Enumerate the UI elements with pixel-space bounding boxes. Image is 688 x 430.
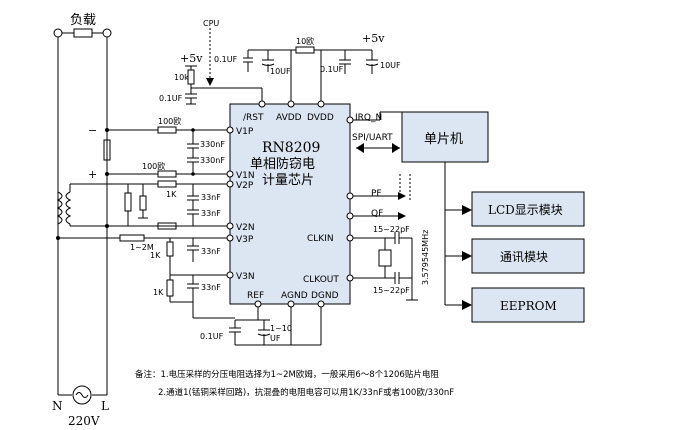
label-c2: 0.1UF <box>320 65 344 74</box>
lcd-module-label: LCD显示模块 <box>488 203 563 217</box>
pin-spi: SPI/UART <box>352 133 393 143</box>
label-c330-a: 330nF <box>200 140 225 149</box>
pin-v1n: V1N <box>236 171 255 181</box>
label-c33-a: 33nF <box>201 193 221 202</box>
pin-v2n: V2N <box>236 223 255 233</box>
pin-clkout: CLKOUT <box>303 275 339 285</box>
resistor-1k-v3n <box>166 279 174 297</box>
mcu-box <box>401 111 489 163</box>
supply-5v-2: +5v <box>362 32 385 45</box>
supply-network: CPU +5v 10k 0.1UF 10欧 +5v 0.1UF <box>159 19 401 105</box>
crystal <box>378 249 392 267</box>
pin-avdd: AVDD <box>276 113 302 123</box>
mcu-section: 单片机 LCD显示模块 通讯模块 EEPROM <box>353 111 585 323</box>
ac-source-symbol <box>72 385 92 405</box>
label-r1k-a: 1K <box>166 190 177 199</box>
label-c33-d: 33nF <box>201 283 221 292</box>
eeprom-module-box <box>471 287 585 323</box>
lcd-module-box <box>471 191 585 227</box>
label-r100-b: 100欧 <box>142 161 165 171</box>
label-r10k: 10k <box>174 73 189 82</box>
ref-network: 0.1UF 1~10 UF <box>192 302 322 346</box>
pin-v1p: V1P <box>236 127 254 137</box>
chip-desc-2: 计量芯片 <box>262 173 314 188</box>
pin-v3n: V3N <box>236 272 255 282</box>
load-label: 负载 <box>70 13 96 28</box>
shunt-minus-label: − <box>88 124 97 137</box>
eeprom-module-label: EEPROM <box>500 299 557 313</box>
resistor-1k-v3p <box>166 241 174 257</box>
label-r100-a: 100欧 <box>158 116 181 126</box>
pin-v2p: V2P <box>236 181 254 191</box>
label-c-ref2a: 1~10 <box>270 324 292 333</box>
shunt-resistor <box>103 139 111 161</box>
pin-v3p: V3P <box>236 235 254 245</box>
label-c33-b: 33nF <box>201 209 221 218</box>
label-c1: 0.1UF <box>214 55 238 64</box>
clock-network: 15~22pF 15~22pF 3.579545MHz <box>353 225 430 301</box>
pin-agnd: AGND <box>281 291 308 301</box>
pin-clkin: CLKIN <box>307 234 334 244</box>
voltage-label: 220V <box>68 414 100 428</box>
resistor-1k-v2p <box>157 180 177 188</box>
line-label: L <box>101 399 109 413</box>
terminal-n-top <box>53 28 63 38</box>
cpu-label: CPU <box>203 19 219 28</box>
label-c2b: 10UF <box>380 61 401 70</box>
rn8209-chip: RN8209 单相防窃电 计量芯片 /RST AVDD DVDD IRQ_N V… <box>226 100 393 308</box>
note-line-1: 备注：1.电压采样的分压电阻选择为1~2M欧姆，一般采用6～8个1206贴片电阻 <box>135 369 439 380</box>
mains-section: 负载 N L 220V − + <box>52 13 112 428</box>
pin-dgnd: DGND <box>311 291 339 301</box>
label-cxt1: 15~22pF <box>373 225 410 234</box>
label-c-ref2b: UF <box>270 334 281 343</box>
label-c-rst: 0.1UF <box>159 94 183 103</box>
chip-desc-1: 单相防窃电 <box>250 156 315 172</box>
pin-irq: IRQ_N <box>355 113 382 123</box>
comm-module-label: 通讯模块 <box>500 250 548 264</box>
chip-name: RN8209 <box>262 140 320 156</box>
pin-ref: REF <box>247 291 264 301</box>
comm-module-box <box>471 238 585 274</box>
load-resistor <box>73 28 93 38</box>
chip-body <box>229 103 351 305</box>
ct-secondary-coil <box>65 191 72 225</box>
ct-primary-coil <box>56 191 63 225</box>
label-c-ref: 0.1UF <box>200 332 224 341</box>
label-c1b: 10UF <box>270 67 291 76</box>
ct-burden-resistor-1 <box>124 192 132 212</box>
pin-rst: /RST <box>243 113 264 123</box>
label-r-1m: 1~2M <box>130 243 154 252</box>
supply-5v-1: +5v <box>180 52 203 65</box>
input-network: 100欧 100欧 330nF 330nF 1K <box>58 116 230 303</box>
resistor-divider-1-2m <box>119 234 145 242</box>
label-cxt2: 15~22pF <box>373 286 410 295</box>
pin-qf: QF <box>371 209 383 219</box>
label-c33-c: 33nF <box>201 247 221 256</box>
terminal-l-top <box>102 28 112 38</box>
label-xtal-freq: 3.579545MHz <box>421 230 430 285</box>
label-r1k-b: 1K <box>150 251 161 260</box>
pin-pf: PF <box>371 189 382 199</box>
label-c330-b: 330nF <box>200 156 225 165</box>
mcu-label: 单片机 <box>424 132 463 147</box>
resistor-10ohm-supply <box>295 46 315 54</box>
resistor-100ohm-v1n <box>157 170 177 178</box>
pin-dvdd: DVDD <box>307 113 334 123</box>
neutral-label: N <box>52 399 63 413</box>
label-r10ohm: 10欧 <box>296 36 314 46</box>
resistor-1k-v2n <box>157 222 177 230</box>
resistor-100ohm-v1p <box>157 126 177 134</box>
shunt-plus-label: + <box>88 168 97 181</box>
resistor-10k-reset <box>187 69 195 85</box>
notes: 备注：1.电压采样的分压电阻选择为1~2M欧姆，一般采用6～8个1206贴片电阻… <box>135 369 454 398</box>
ct-burden-resistor-2 <box>139 195 147 211</box>
label-r1k-c: 1K <box>153 288 164 297</box>
note-line-2: 2.通道1(锰铜采样回路)，抗混叠的电阻电容可以用1K/33nF或者100欧/3… <box>158 387 454 398</box>
